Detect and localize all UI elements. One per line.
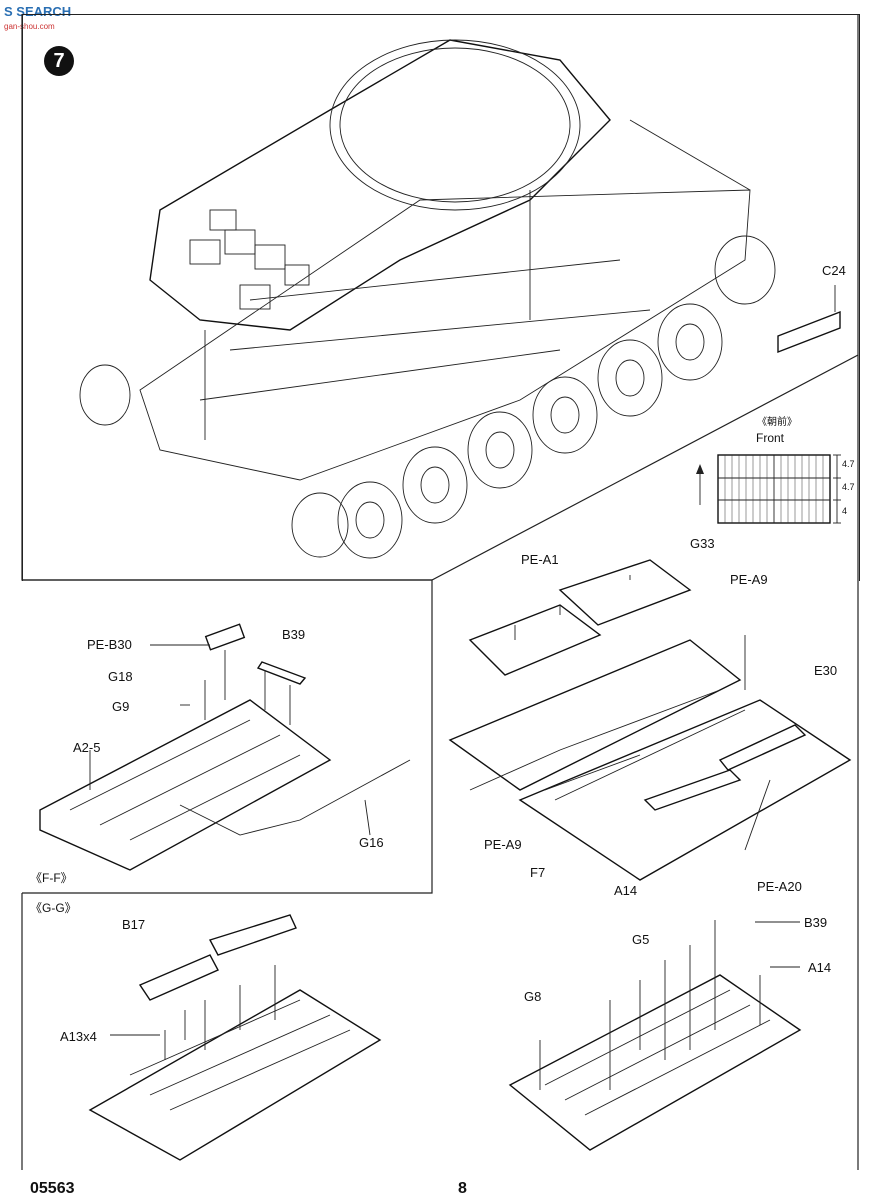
label-pe-a1: PE-A1	[521, 552, 559, 567]
label-g18: G18	[108, 669, 133, 684]
section-ff	[39, 623, 411, 871]
label-a14-top: A14	[614, 883, 638, 898]
pe-dim-3: 4	[842, 506, 848, 516]
label-a2-5: A2-5	[73, 740, 101, 755]
section-bottom-right	[508, 920, 802, 1151]
watermark: S SEARCH	[4, 4, 72, 19]
label-c24: C24	[822, 263, 846, 278]
label-e30: E30	[814, 663, 838, 678]
product-code: 05563	[30, 1180, 75, 1197]
upper-hull	[149, 39, 611, 331]
step-number: 7	[44, 46, 74, 76]
section-gg	[88, 914, 382, 1161]
label-b17: B17	[122, 917, 146, 932]
pe-dim-1: 4.7	[842, 459, 855, 469]
label-pe-a9-top: PE-A9	[730, 572, 768, 587]
label-f7: F7	[530, 865, 546, 880]
road-wheels	[79, 235, 776, 559]
part-c24	[777, 310, 841, 354]
watermark-sub: gan-shou.com	[4, 22, 55, 31]
label-g8: G8	[524, 989, 542, 1004]
label-pe-a9-bottom: PE-A9	[484, 837, 522, 852]
section-label-gg: 《G-G》	[30, 901, 77, 915]
label-pe-b30: PE-B30	[87, 637, 132, 652]
label-g5: G5	[632, 932, 650, 947]
pe-dim-2: 4.7	[842, 482, 855, 492]
pe-front-grid	[696, 454, 841, 524]
label-a14-right: A14	[808, 960, 832, 975]
front-label-en: Front	[756, 431, 785, 445]
label-b39-left: B39	[282, 627, 306, 642]
front-label-cn: 《朝前》	[757, 417, 797, 428]
label-b39-right: B39	[804, 915, 828, 930]
label-g9: G9	[112, 699, 130, 714]
label-g33: G33	[690, 536, 715, 551]
section-label-ff: 《F-F》	[30, 871, 73, 885]
section-right-middle	[448, 559, 852, 881]
page-number: 8	[458, 1180, 467, 1197]
lower-hull	[139, 119, 751, 481]
label-pe-a20: PE-A20	[757, 879, 802, 894]
label-a13x4: A13x4	[60, 1029, 97, 1044]
label-g16: G16	[359, 835, 384, 850]
